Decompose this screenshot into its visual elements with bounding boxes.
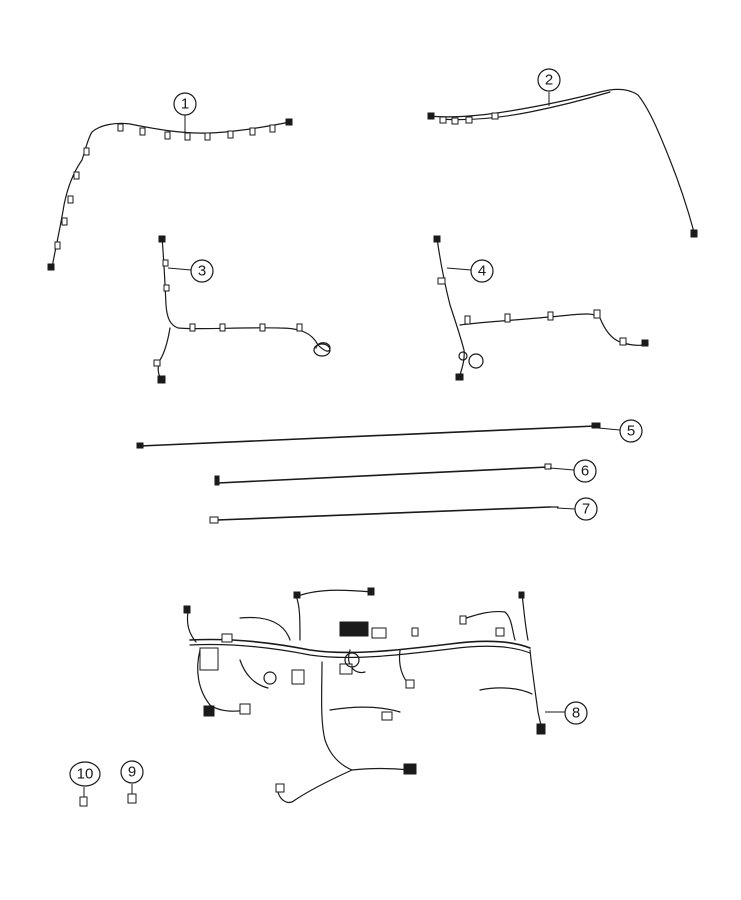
wiring-harness-5 (136, 422, 601, 449)
svg-text:7: 7 (582, 501, 590, 518)
callout-5: 5 (619, 419, 643, 443)
wiring-harness-7 (209, 506, 559, 524)
callout-7: 7 (574, 497, 598, 521)
leader-6 (549, 467, 575, 471)
callout-4: 4 (470, 259, 494, 283)
svg-text:4: 4 (478, 263, 486, 280)
svg-text:3: 3 (198, 263, 206, 280)
wiring-harness-2 (427, 88, 698, 238)
part-9-connector (127, 784, 137, 804)
callout-8: 8 (564, 701, 588, 725)
part-10-connector (79, 787, 88, 807)
wiring-harness-4 (433, 235, 649, 381)
svg-text:5: 5 (627, 423, 635, 440)
leader-3 (167, 267, 192, 271)
wiring-harness-1 (47, 118, 293, 271)
callout-10: 10 (69, 761, 101, 787)
svg-text:2: 2 (545, 72, 553, 89)
callout-1: 1 (173, 92, 197, 116)
wiring-harness-3 (153, 235, 331, 384)
wiring-harness-8 (183, 587, 546, 804)
callout-6: 6 (573, 459, 597, 483)
callout-3: 3 (190, 259, 214, 283)
svg-text:9: 9 (128, 764, 136, 781)
svg-text:1: 1 (181, 96, 189, 113)
leader-4 (446, 267, 472, 271)
wiring-harness-6 (214, 463, 552, 486)
callout-2: 2 (537, 68, 561, 92)
leader-5 (597, 427, 621, 431)
svg-text:8: 8 (572, 705, 580, 722)
leader-7 (556, 507, 576, 510)
svg-text:6: 6 (581, 463, 589, 480)
callout-9: 9 (120, 760, 144, 784)
svg-text:10: 10 (77, 766, 94, 783)
